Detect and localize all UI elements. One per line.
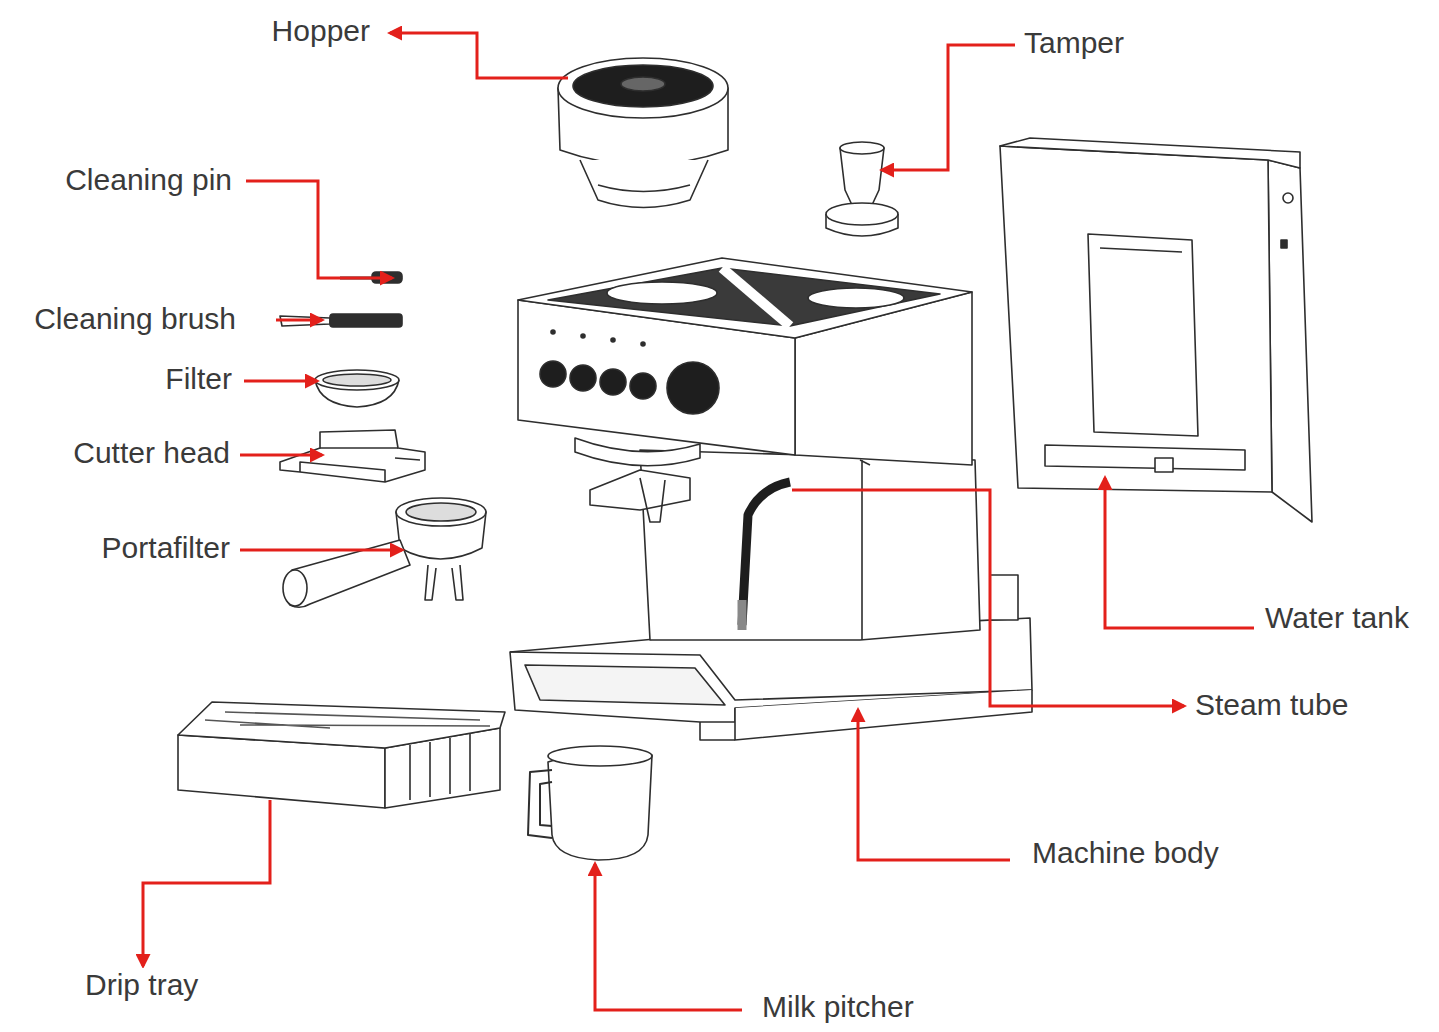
drip-tray-drawing [178, 702, 505, 808]
machine-body-drawing [510, 258, 1032, 740]
part-label: Cleaning brush [32, 302, 238, 336]
part-label: Filter [163, 362, 234, 396]
part-label: Hopper [270, 14, 372, 48]
part-label: Cleaning pin [63, 163, 234, 197]
part-label: Portafilter [100, 531, 232, 565]
milk-pitcher-drawing [528, 746, 652, 860]
leader-lines [143, 33, 1254, 1010]
hopper-drawing [558, 58, 728, 208]
filter-drawing [315, 370, 399, 407]
tamper-drawing [826, 142, 898, 236]
part-label: Steam tube [1193, 688, 1350, 722]
water-tank-drawing [1000, 138, 1312, 522]
part-label: Tamper [1022, 26, 1126, 60]
part-label: Water tank [1263, 601, 1411, 635]
portafilter-drawing [283, 498, 486, 607]
part-label: Milk pitcher [760, 990, 916, 1024]
part-label: Machine body [1030, 836, 1221, 870]
part-label: Drip tray [83, 968, 200, 1002]
part-label: Cutter head [71, 436, 232, 470]
